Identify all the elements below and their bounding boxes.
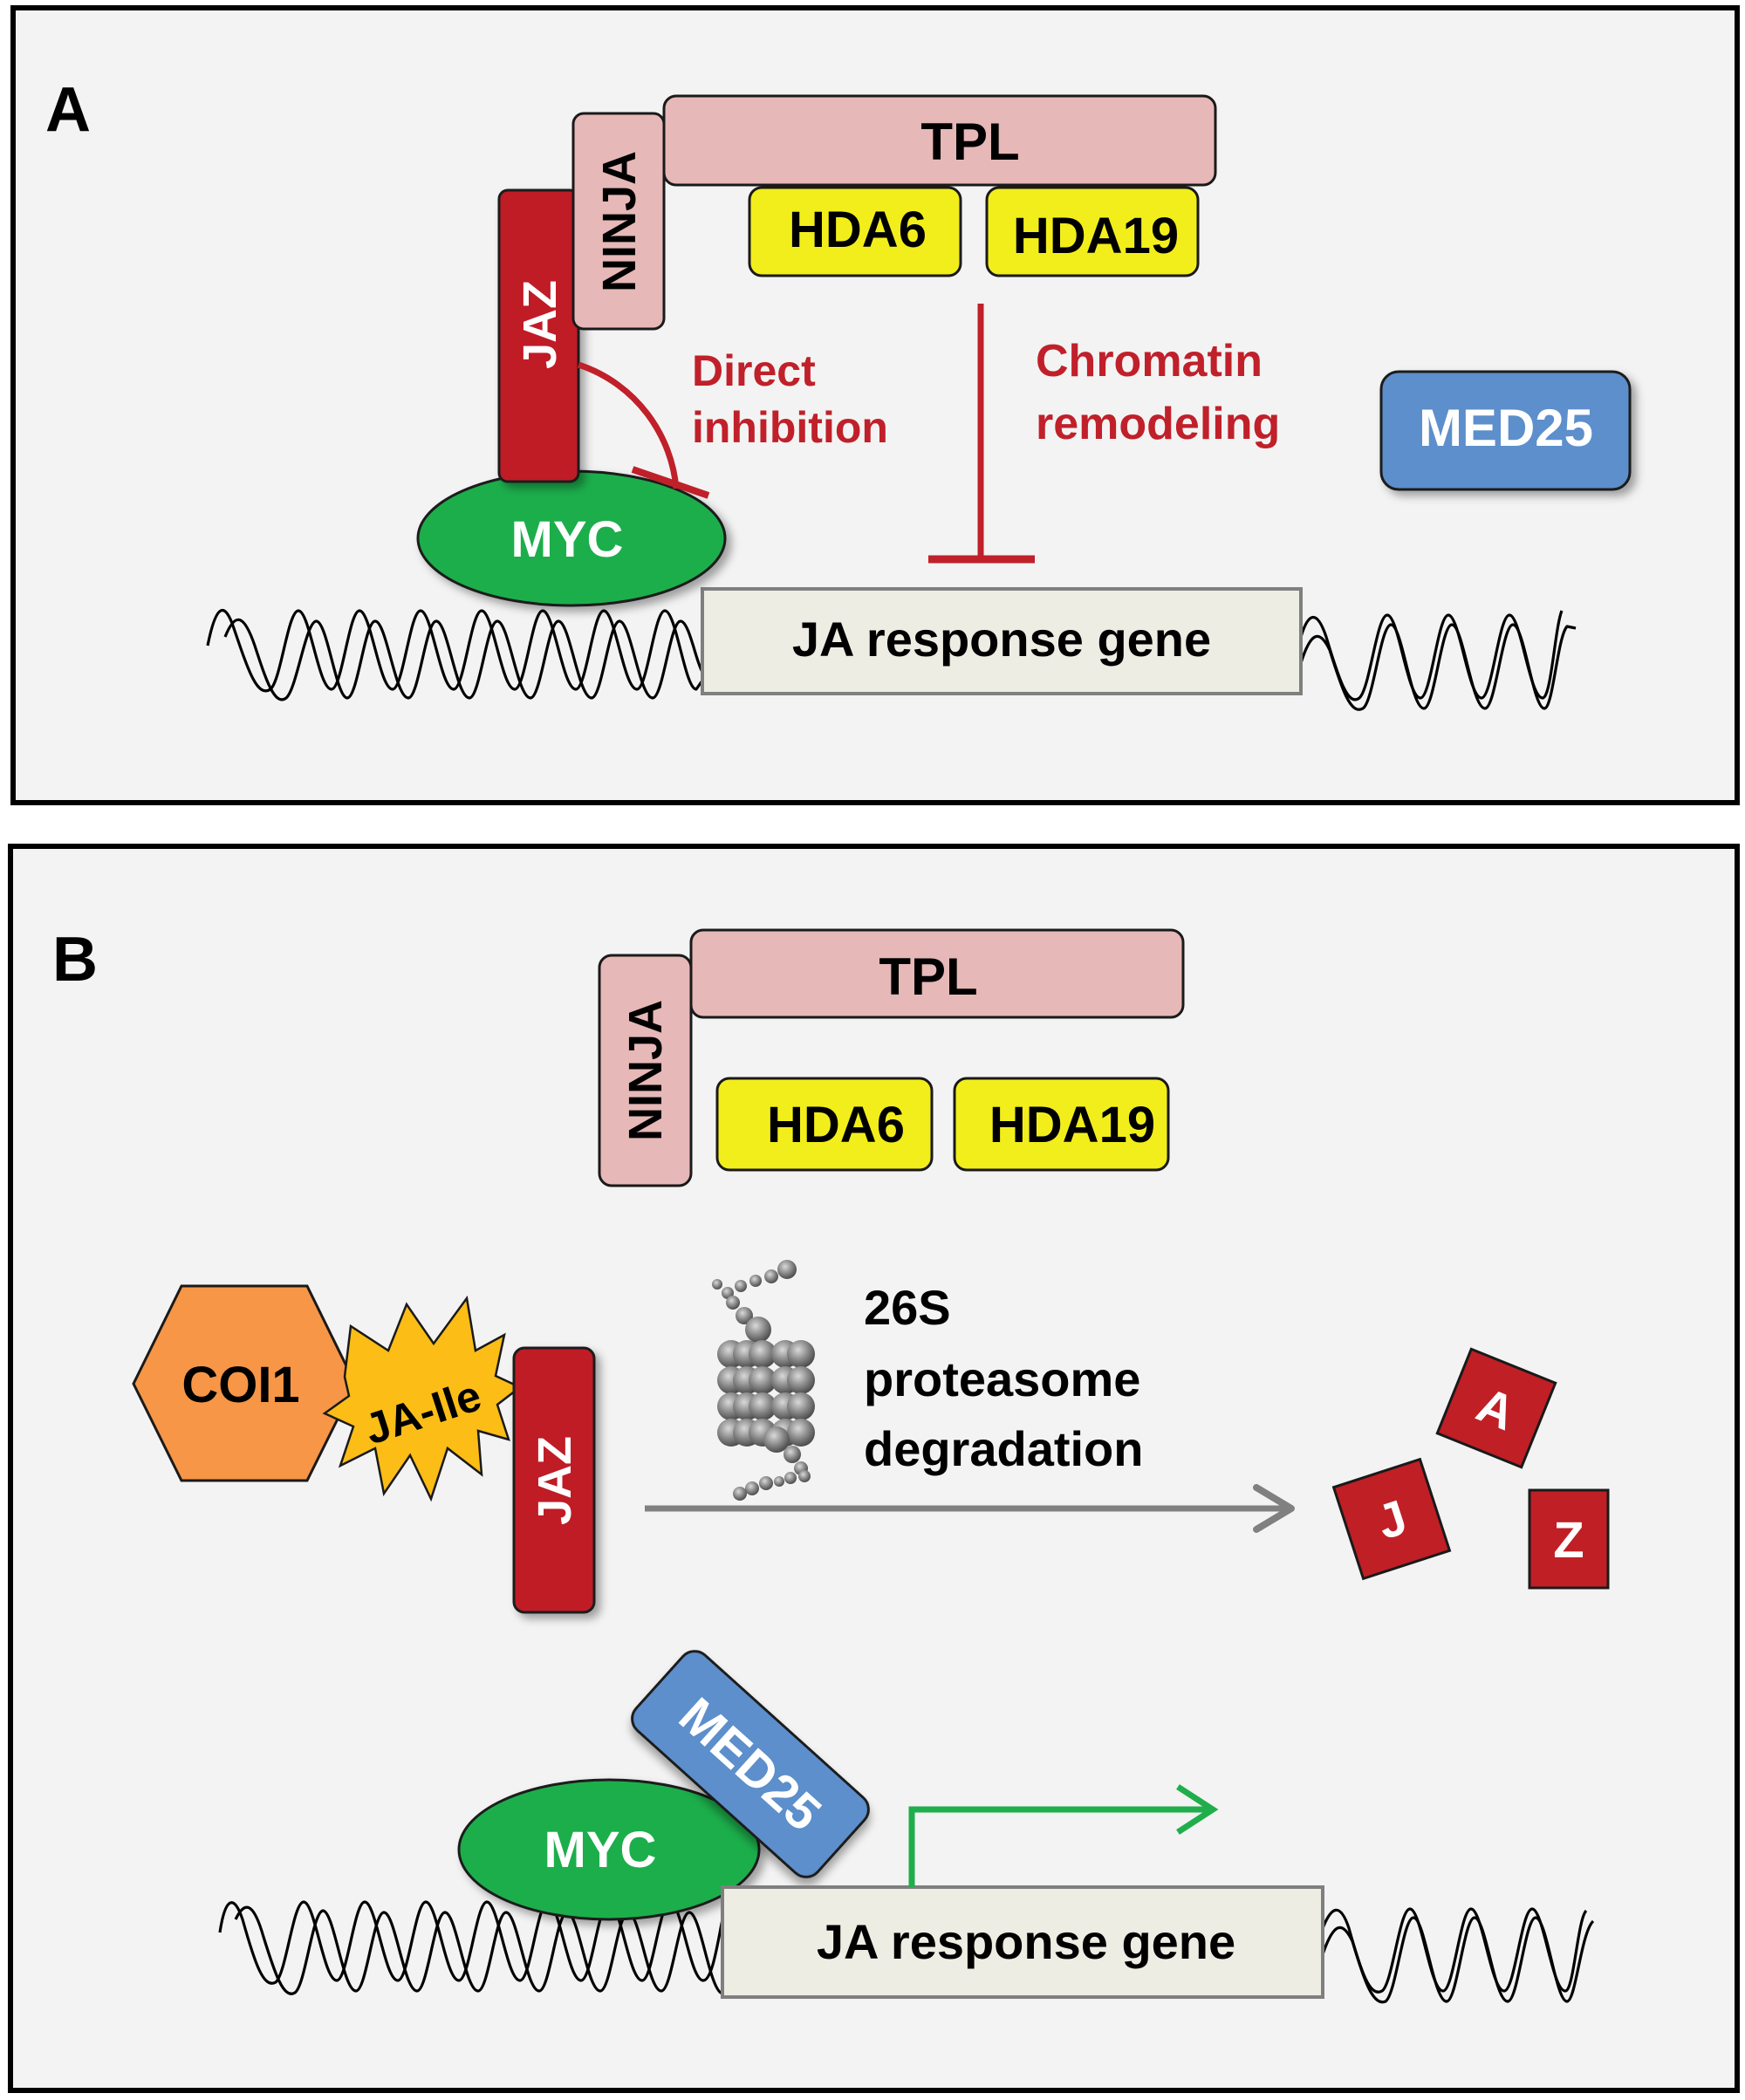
panel-b: B NINJA TPL HDA6 HDA19 COI1 JA-Ile: [8, 844, 1740, 2093]
proteasome-subunit: [736, 1307, 753, 1324]
proteasome-subunit: [798, 1470, 811, 1482]
proteasome-subunit: [774, 1476, 784, 1487]
panel-b-label: B: [52, 925, 98, 995]
ja-response-gene-a: JA response gene: [701, 587, 1303, 695]
jaz-protein-a: [497, 188, 580, 483]
proteasome-subunit: [763, 1426, 790, 1453]
ja-ile-ligand: JA-Ile: [322, 1295, 523, 1502]
proteasome-subunit: [777, 1260, 797, 1279]
coi1-label: COI1: [181, 1357, 299, 1413]
proteasome-subunit: [787, 1340, 815, 1368]
direct-inhibition-arrow: [577, 361, 710, 499]
panel-a: A JA response gene MYC JAZ NINJ: [10, 5, 1740, 805]
gene-label-b: JA response gene: [817, 1914, 1235, 1969]
chromatin-remodeling-label: Chromatin remodeling: [1036, 336, 1280, 449]
proteasome-subunit: [726, 1296, 740, 1310]
chromatin-line-1: Chromatin: [1036, 336, 1263, 386]
proteasome-subunit: [787, 1392, 815, 1420]
chromatin-remodeling-inhibition-arrow: [928, 304, 1035, 564]
hda19-protein-a: HDA19: [985, 186, 1200, 277]
tpl-label-a: TPL: [920, 113, 1019, 171]
proteasome-subunit: [749, 1275, 762, 1287]
proteasome-subunit: [749, 1366, 777, 1394]
dna-helix-left-b: [218, 1900, 724, 1995]
degradation-label: 26S proteasome degradation: [864, 1280, 1154, 1476]
jaz-label-b: JAZ: [529, 1436, 581, 1525]
ninja-label-a: NINJA: [593, 151, 646, 292]
panel-a-label: A: [45, 75, 91, 145]
transcription-start-arrow: [908, 1784, 1219, 1887]
proteasome-subunit: [745, 1317, 771, 1343]
dna-helix-right: [1299, 610, 1577, 711]
jaz-protein-b: [512, 1346, 596, 1614]
med25-protein-a: [1379, 370, 1632, 491]
myc-protein-b: [457, 1778, 761, 1921]
proteasome-subunit: [759, 1476, 773, 1490]
hda6-protein-a: HDA6: [748, 186, 962, 277]
proteasome-subunit: [787, 1366, 815, 1394]
myc-label-b: MYC: [544, 1822, 657, 1878]
proteasome-icon: [712, 1260, 815, 1501]
hda6-label-a: HDA6: [789, 202, 927, 258]
med25-label-a: MED25: [1419, 399, 1593, 457]
proteasome-subunit: [735, 1280, 747, 1292]
degradation-line-2: proteasome: [864, 1351, 1140, 1406]
hda6-protein-b: HDA6: [715, 1077, 934, 1172]
proteasome-subunit: [764, 1269, 778, 1283]
gene-label: JA response gene: [792, 612, 1211, 667]
proteasome-subunit: [784, 1446, 801, 1463]
hda19-protein-b: HDA19: [953, 1077, 1170, 1172]
proteasome-subunit: [787, 1419, 815, 1447]
chromatin-line-2: remodeling: [1036, 399, 1280, 449]
ninja-protein-b: [598, 954, 693, 1187]
degradation-line-1: 26S: [864, 1280, 951, 1335]
hda6-label-b: HDA6: [767, 1097, 905, 1153]
dna-helix-left: [206, 609, 704, 701]
direct-inhibition-line-1: Direct: [692, 346, 816, 395]
jaz-fragment-z: Z: [1528, 1488, 1610, 1590]
ninja-protein-a: [571, 112, 666, 331]
proteasome-subunit: [749, 1340, 777, 1368]
ninja-label-b: NINJA: [619, 1000, 672, 1141]
proteasome-subunit: [733, 1487, 747, 1501]
direct-inhibition-label: Direct inhibition: [692, 346, 888, 452]
jaz-label-a: JAZ: [514, 280, 566, 369]
tpl-protein-a: TPL: [662, 94, 1217, 187]
proteasome-subunit: [784, 1472, 797, 1484]
degradation-arrow: [645, 1484, 1295, 1533]
jaz-fragment-a: A: [1435, 1347, 1557, 1469]
direct-inhibition-line-2: inhibition: [692, 403, 888, 452]
ja-response-gene-b: JA response gene: [721, 1885, 1324, 1999]
myc-label-a: MYC: [511, 511, 624, 568]
proteasome-subunit: [749, 1392, 777, 1420]
hda19-label-b: HDA19: [989, 1097, 1155, 1153]
coi1-protein: COI1: [132, 1284, 357, 1482]
dna-helix-right-b: [1321, 1907, 1595, 2004]
hda19-label-a: HDA19: [1013, 208, 1179, 264]
degradation-line-3: degradation: [864, 1421, 1143, 1476]
proteasome-subunit: [745, 1481, 759, 1495]
jaz-fragment-j: J: [1331, 1457, 1452, 1581]
tpl-protein-b: TPL: [689, 928, 1185, 1019]
fragment-z-label: Z: [1553, 1512, 1584, 1569]
tpl-label-b: TPL: [879, 947, 977, 1006]
proteasome-subunit: [712, 1279, 722, 1289]
